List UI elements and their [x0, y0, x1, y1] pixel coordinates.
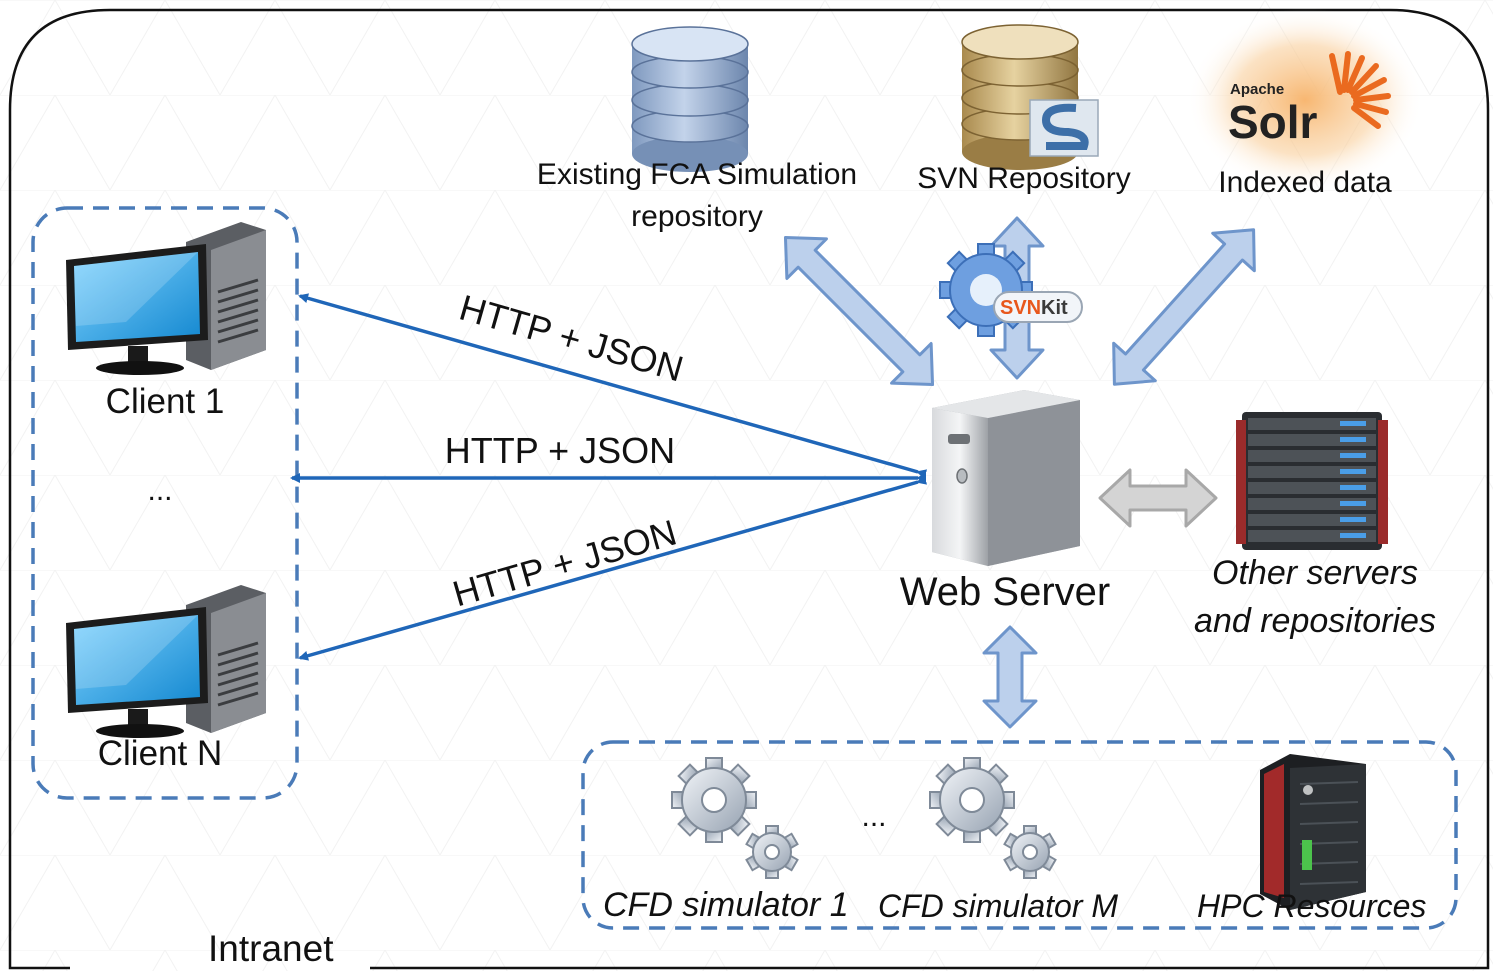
- web-server-icon: [932, 390, 1080, 566]
- intranet-label: Intranet: [208, 928, 334, 969]
- fca-repo-label-line2: repository: [631, 200, 763, 233]
- cfd-simulator-1-label: CFD simulator 1: [603, 886, 849, 924]
- client1-label: Client 1: [105, 382, 225, 421]
- svnkit-gear-icon: [939, 243, 1083, 337]
- indexed-data-label: Indexed data: [1218, 166, 1392, 199]
- cfd-simulator-m-label: CFD simulator M: [878, 888, 1119, 924]
- computer-icon: [66, 222, 266, 375]
- database-icon: [631, 26, 749, 172]
- block-arrow-compute: [982, 625, 1038, 729]
- http-link-bottom: [298, 475, 928, 661]
- block-arrow-other: [1098, 468, 1218, 528]
- hpc-resources-label: HPC Resources: [1197, 888, 1427, 924]
- database-icon: [961, 24, 1079, 170]
- solr-logo-icon: [1187, 8, 1423, 192]
- intranet-boundary: [8, 8, 1490, 970]
- http-json-links: [290, 293, 928, 661]
- solr-logo-text: Solr: [1228, 96, 1318, 148]
- clients-group-border: [31, 206, 299, 800]
- simulator-gears-icon: [671, 757, 799, 879]
- simulators-ellipsis: ...: [861, 800, 887, 833]
- simulator-gears-icon: [929, 757, 1057, 879]
- svnkit-text-b: Kit: [1041, 297, 1068, 319]
- http-link-top: [298, 293, 928, 479]
- http-label-middle: HTTP + JSON: [445, 430, 675, 471]
- fca-repo-label-line1: Existing FCA Simulation: [536, 158, 858, 191]
- compute-group-border: [581, 740, 1458, 930]
- web-server-label: Web Server: [899, 570, 1111, 614]
- svnkit-text-a: SVN: [1000, 297, 1041, 319]
- svn-repo-label: SVN Repository: [917, 162, 1131, 195]
- clients-ellipsis: ...: [147, 474, 173, 507]
- block-arrow-fca: [783, 235, 935, 387]
- other-servers-label-line2: and repositories: [1194, 602, 1436, 640]
- solr-logo-small-text: Apache: [1230, 81, 1284, 98]
- computer-icon: [66, 585, 266, 738]
- block-arrow-solr: [1112, 228, 1256, 386]
- rack-server-icon: [1236, 412, 1388, 550]
- subversion-logo-icon: [1029, 99, 1099, 157]
- clientN-label: Client N: [97, 734, 223, 773]
- other-servers-label-line1: Other servers: [1212, 554, 1418, 592]
- hpc-rack-icon: [1260, 754, 1366, 910]
